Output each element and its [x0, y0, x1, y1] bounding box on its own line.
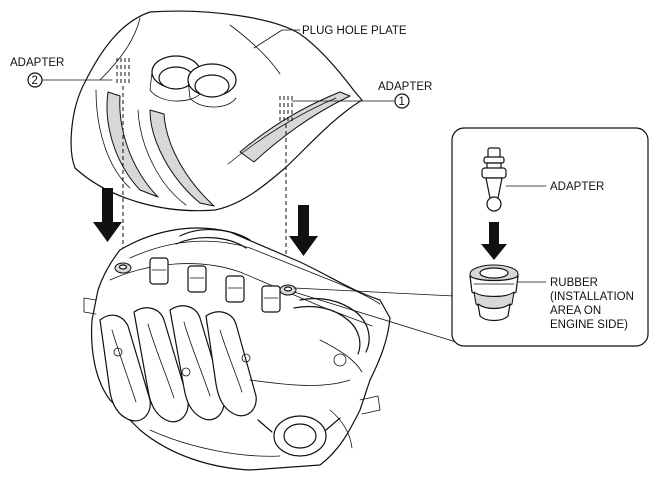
- install-arrow-right-icon: [289, 205, 318, 256]
- rubber-label-line-4: ENGINE SIDE): [550, 319, 628, 331]
- rubber-label-line-1: RUBBER: [550, 277, 598, 289]
- detail-leader-line-bottom: [293, 291, 457, 343]
- install-arrow-left-icon: [93, 188, 122, 242]
- detail-box: ADAPTER RUBBER (INSTALLATION AREA ON ENG…: [451, 127, 649, 347]
- callout-2-number: 2: [32, 75, 38, 87]
- adapter-2-label: ADAPTER: [10, 57, 64, 69]
- plug-hole-plate-label: PLUG HOLE PLATE: [302, 25, 407, 37]
- rubber-detail-part: [469, 264, 519, 322]
- adapter-detail-label: ADAPTER: [550, 181, 604, 193]
- adapter-detail-part: [481, 147, 507, 212]
- rubber-label-line-2: (INSTALLATION: [550, 291, 634, 303]
- detail-leader-line-top: [293, 287, 455, 297]
- adapter-1-label: ADAPTER: [378, 81, 432, 93]
- callout-1-number: 1: [399, 96, 405, 108]
- engine: [83, 227, 391, 471]
- rubber-label-line-3: AREA ON: [550, 305, 601, 317]
- detail-arrow-icon: [481, 222, 507, 260]
- plug-hole-plate: [70, 10, 363, 212]
